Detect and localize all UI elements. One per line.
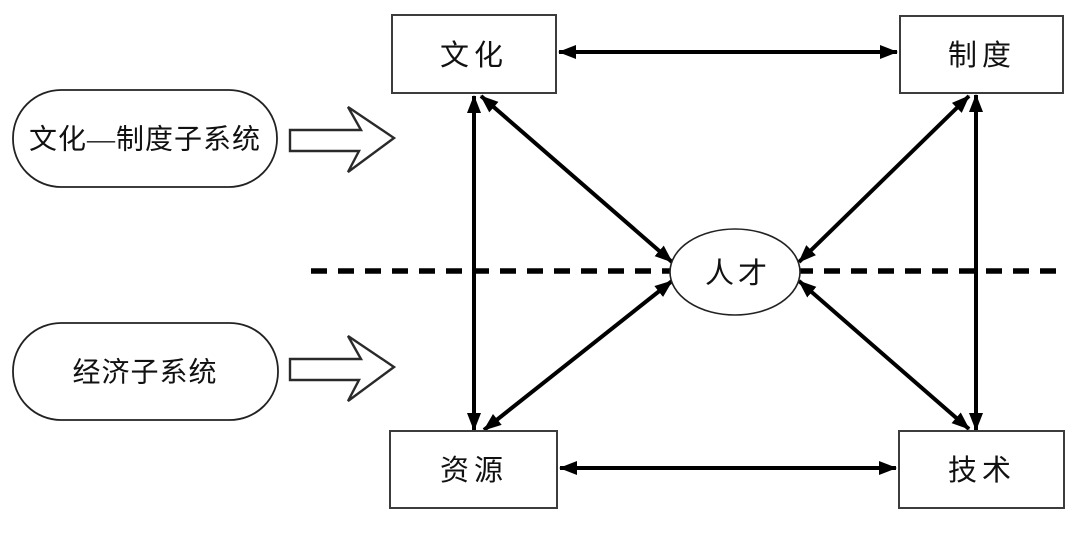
node-talent-label: 人才 [705,257,771,290]
subsystem-culture-institution-label: 文化—制度子系统 [29,124,261,156]
node-resources-label: 资源 [440,454,508,487]
node-talent-ellipse [669,228,801,316]
arrow-institution-talent [797,94,971,264]
arrow-technology-talent [797,279,971,431]
node-resources-box [389,430,558,509]
node-culture-box [391,14,557,94]
block-right-arrow-icon-bottom [288,335,397,402]
arrow-resources-talent [482,279,674,432]
node-technology-label: 技术 [948,454,1016,487]
node-culture-label: 文化 [440,39,508,72]
node-technology-box [898,430,1065,509]
subsystem-economic-label: 经济子系统 [72,357,217,389]
block-right-arrow-icon-top [288,106,397,173]
arrow-culture-talent [479,94,674,264]
node-institution-label: 制度 [948,39,1016,72]
subsystem-culture-institution-pill [12,89,278,188]
node-institution-box [899,15,1064,94]
subsystem-economic-pill [12,322,279,421]
